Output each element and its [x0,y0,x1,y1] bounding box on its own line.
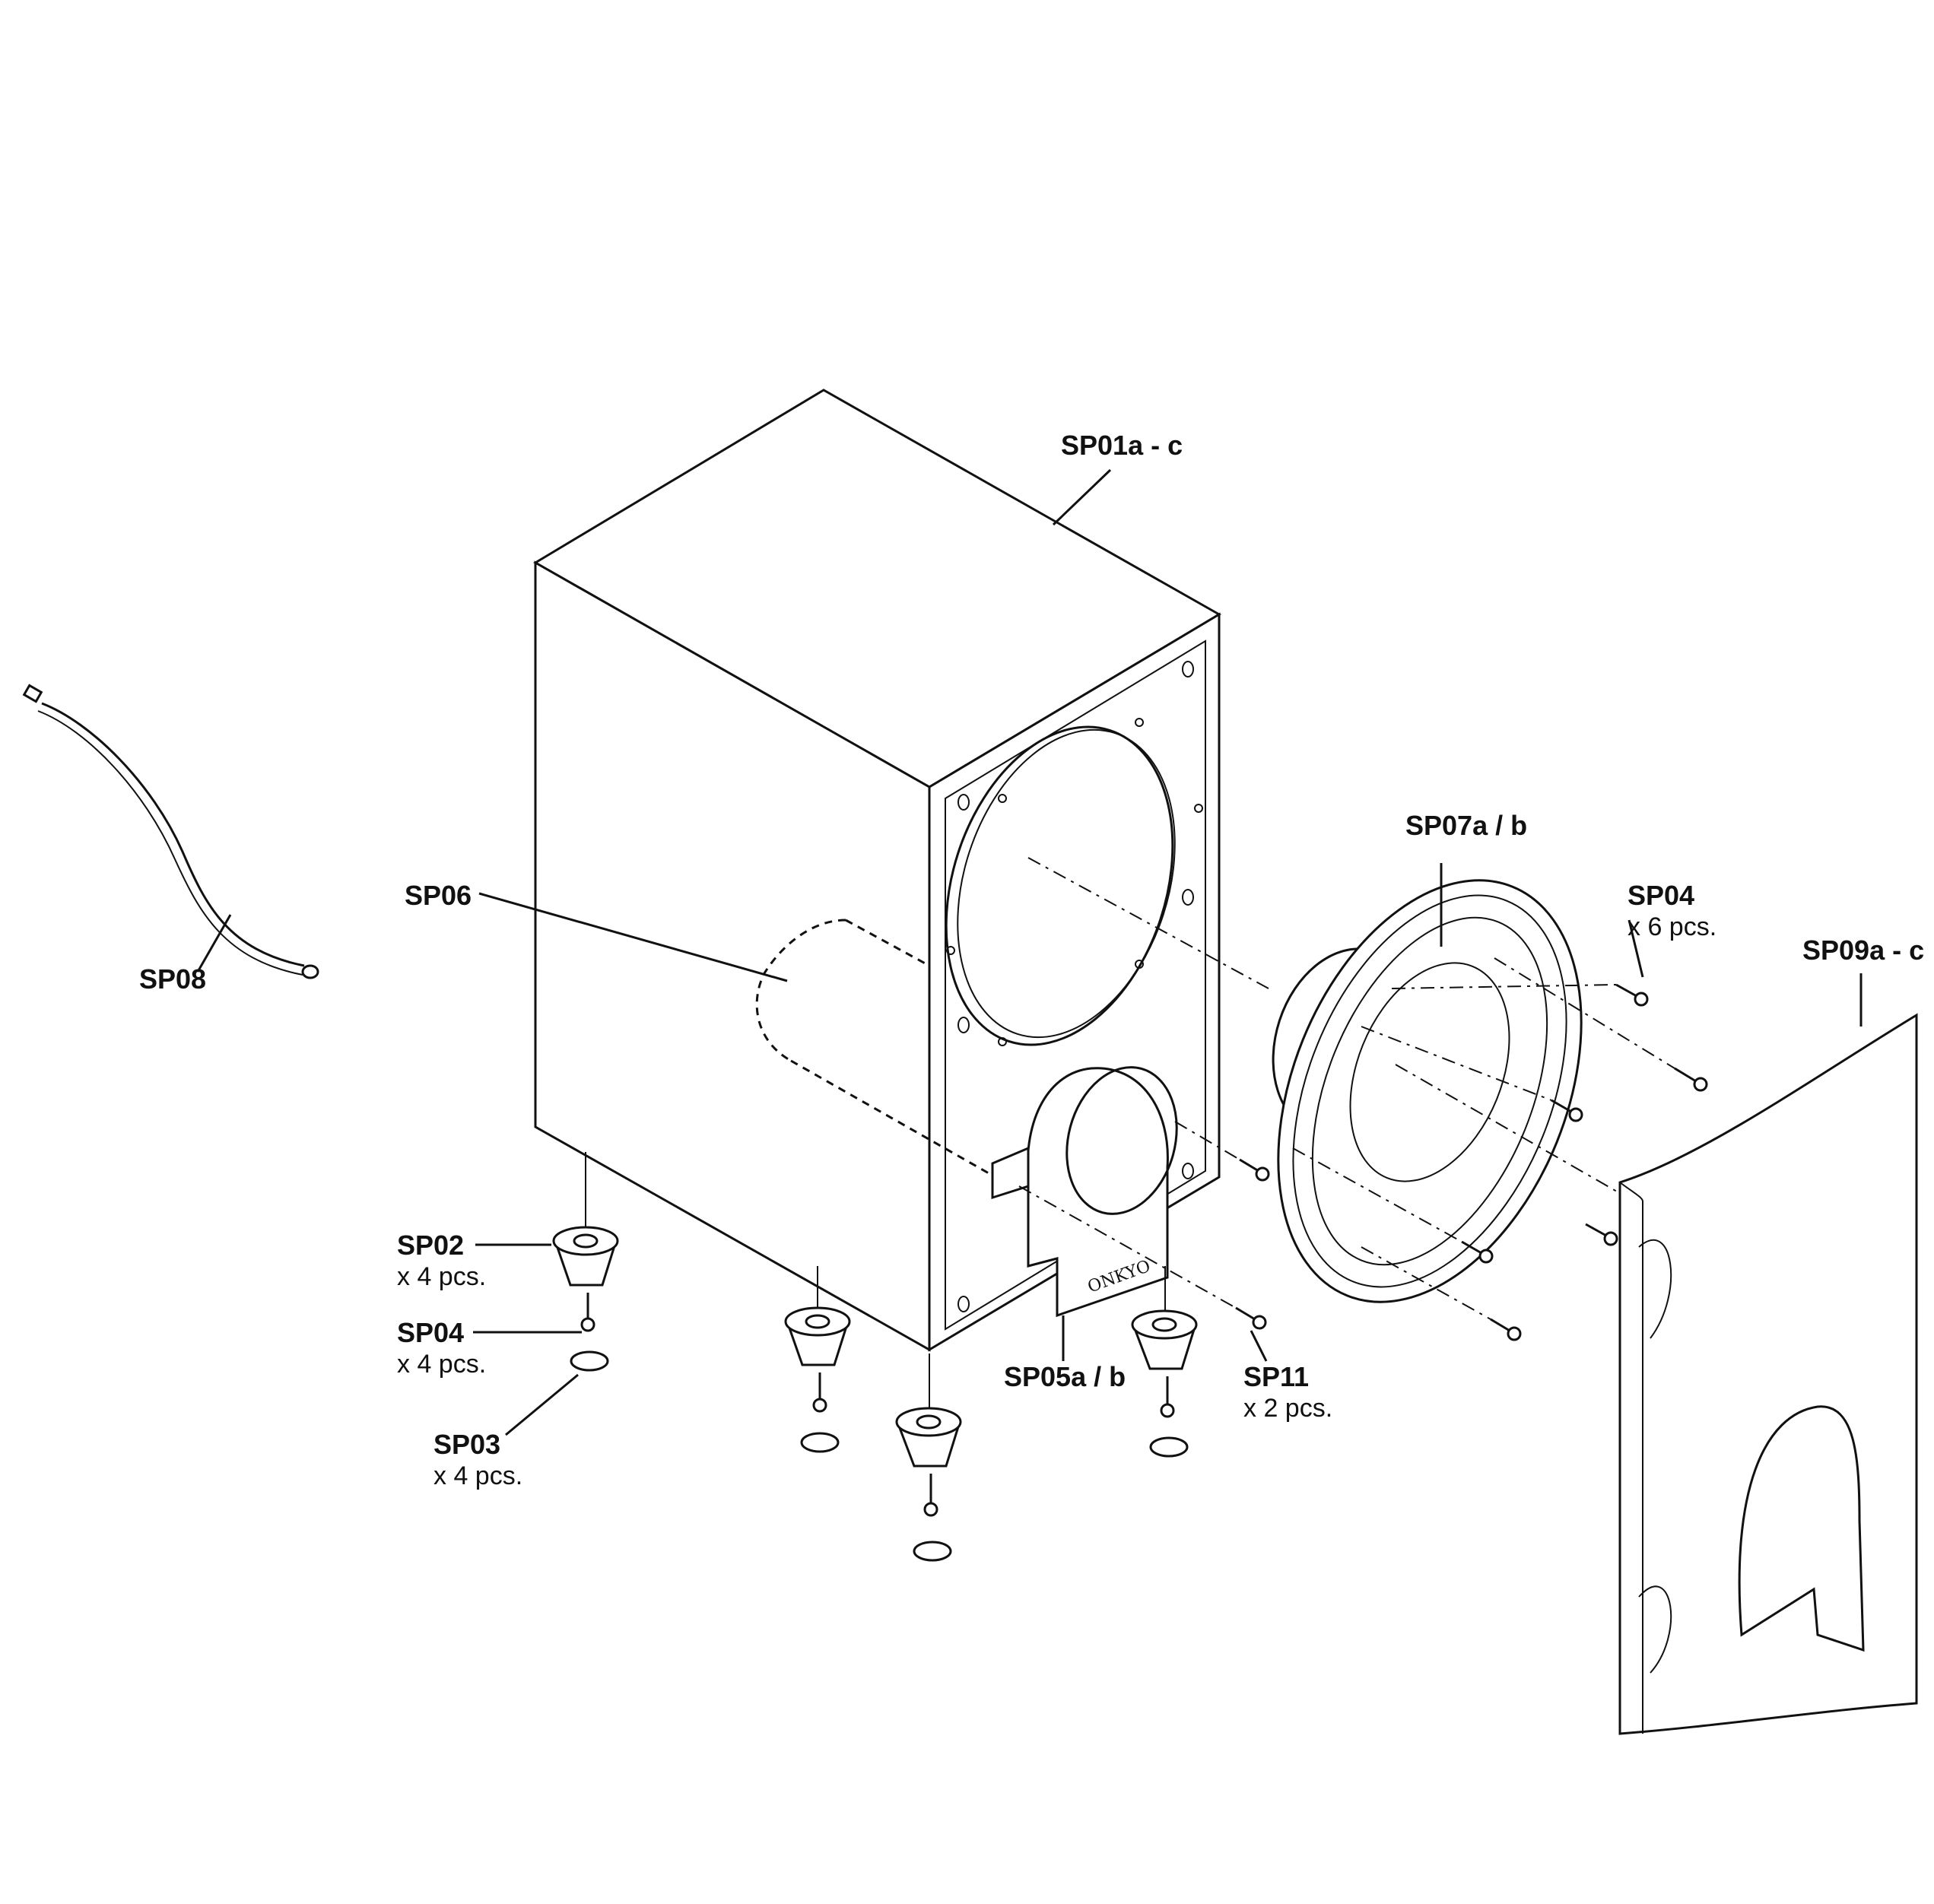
baffle-screw-holes [946,661,1203,1312]
cable-sp08 [22,684,319,979]
woofer-sp07 [1272,879,1583,1303]
screw [1461,1240,1494,1264]
foot [784,1266,851,1453]
label-sp07: SP07a / b [1405,810,1527,841]
label-sp02-qty: x 4 pcs. [397,1262,486,1291]
foot [895,1353,962,1562]
label-sp02: SP02 [397,1230,464,1261]
screw [1551,1099,1583,1122]
front-screws [1235,983,1708,1341]
foot [552,1152,619,1372]
foot [1131,1266,1198,1458]
assembly-lines [1018,857,1675,1320]
label-sp04-front-qty: x 6 pcs. [1628,912,1716,941]
label-sp06: SP06 [405,880,472,911]
label-sp11-qty: x 2 pcs. [1243,1394,1332,1423]
part-labels: SP01a - c SP06 SP07a / b SP04 x 6 pcs. S… [139,430,1924,1490]
label-sp11: SP11 [1243,1361,1309,1392]
feet-assemblies [552,1152,1198,1562]
label-sp09: SP09a - c [1802,935,1924,966]
label-sp04-feet: SP04 [397,1317,464,1348]
screw [1674,1067,1708,1092]
label-sp04-front: SP04 [1628,880,1694,911]
leader-lines [196,468,1863,1436]
screw [1490,1318,1522,1341]
label-sp01: SP01a - c [1061,430,1183,461]
label-sp03-qty: x 4 pcs. [433,1461,522,1490]
grille-sp09 [1618,1013,1918,1735]
label-sp04-feet-qty: x 4 pcs. [397,1350,486,1379]
screw [1585,1223,1618,1246]
screw [1615,983,1649,1007]
label-sp05: SP05a / b [1004,1361,1126,1392]
label-sp03: SP03 [433,1429,500,1460]
label-sp08: SP08 [139,963,206,995]
screw [1239,1158,1270,1182]
screw [1235,1306,1267,1330]
